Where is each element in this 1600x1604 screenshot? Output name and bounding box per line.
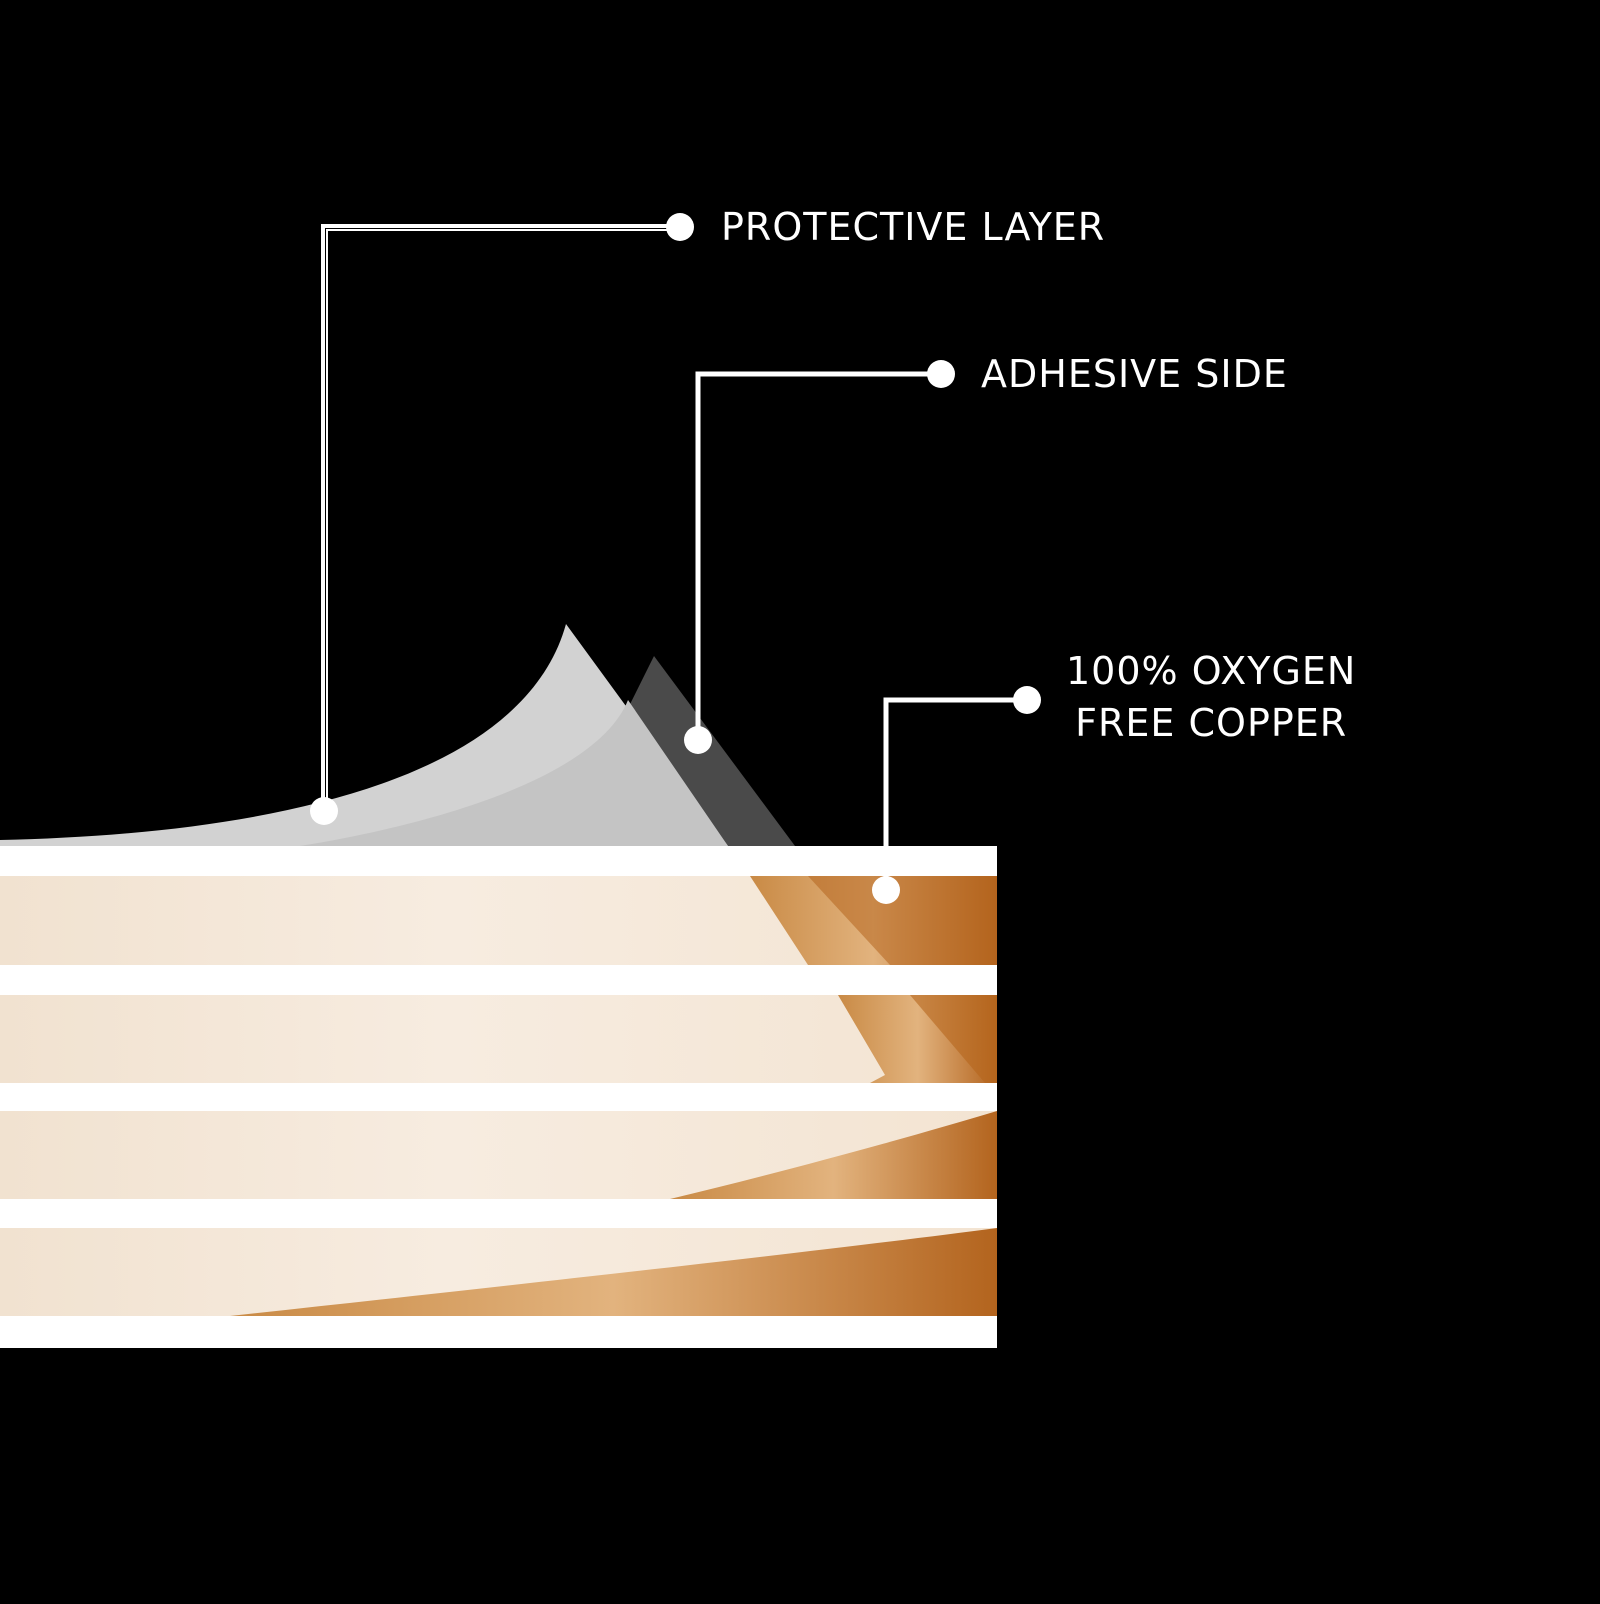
callout-dot (310, 797, 338, 825)
callout-dot (684, 726, 712, 754)
callout-dot (927, 360, 955, 388)
protective-layer-label: PROTECTIVE LAYER (721, 205, 1106, 249)
copper-band-3 (670, 1111, 997, 1199)
callout-dot (872, 876, 900, 904)
copper-band-4 (230, 1228, 997, 1316)
stripe-white (0, 846, 997, 876)
stripe-white (0, 965, 997, 995)
leader-line-copper (883, 697, 1027, 888)
copper-label-line2: FREE COPPER (1075, 701, 1348, 745)
callout-protective (321, 224, 680, 810)
band (0, 995, 997, 1083)
callout-dot (666, 213, 694, 241)
leader-line (321, 224, 680, 810)
leader-line-adhesive (695, 371, 941, 738)
stripe-white (0, 1083, 997, 1111)
copper-shadow (910, 995, 997, 1083)
callout-dot (1013, 686, 1041, 714)
copper-label: 100% OXYGEN FREE COPPER (1066, 645, 1356, 749)
layer-stack (0, 846, 997, 1348)
protective-film-shade (300, 700, 728, 846)
stripe-white (0, 1316, 997, 1348)
copper-label-line1: 100% OXYGEN (1066, 649, 1357, 693)
stripe-white (0, 1199, 997, 1228)
leader-line (326, 229, 680, 810)
copper-shadow (808, 876, 997, 965)
adhesive-side-label: ADHESIVE SIDE (981, 352, 1288, 396)
